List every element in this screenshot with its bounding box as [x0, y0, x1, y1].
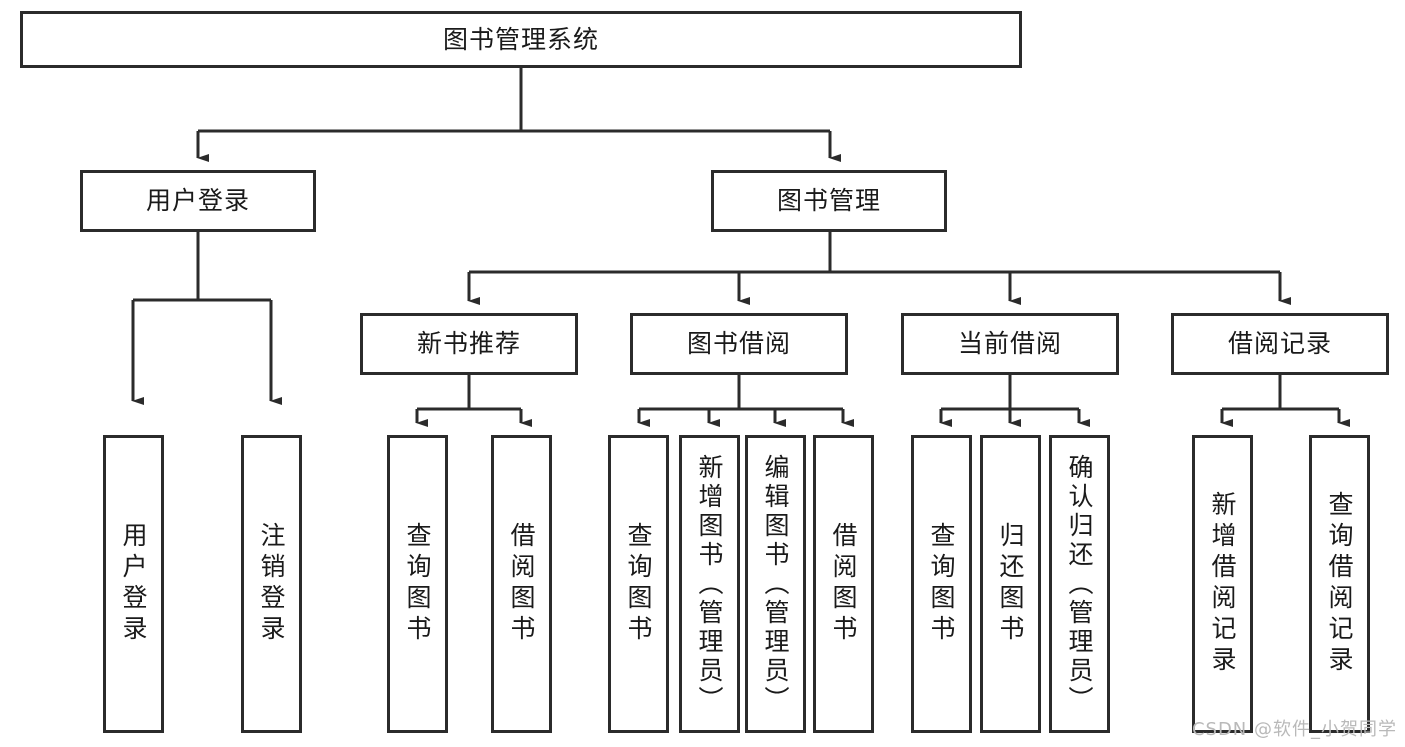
- node-label: 借阅图书: [507, 522, 536, 646]
- leaf-current-borrow-return-book[interactable]: 归还图书: [980, 435, 1041, 733]
- leaf-borrow-record-add-record[interactable]: 新增借阅记录: [1192, 435, 1253, 733]
- node-label: 用户登录: [119, 522, 148, 646]
- node-label: 归还图书: [996, 522, 1025, 646]
- node-new-book-recommendation[interactable]: 新书推荐: [360, 313, 578, 375]
- leaf-user-login-login[interactable]: 用户登录: [103, 435, 164, 733]
- node-book-borrowing[interactable]: 图书借阅: [630, 313, 848, 375]
- node-label: 查询借阅记录: [1325, 491, 1354, 677]
- csdn-watermark: CSDN @软件_小贺同学: [1191, 719, 1397, 740]
- node-current-borrowing[interactable]: 当前借阅: [901, 313, 1119, 375]
- node-label: 注销登录: [257, 522, 286, 646]
- node-user-login[interactable]: 用户登录: [80, 170, 316, 232]
- node-borrowing-record[interactable]: 借阅记录: [1171, 313, 1389, 375]
- node-book-management[interactable]: 图书管理: [711, 170, 947, 232]
- leaf-user-login-logout[interactable]: 注销登录: [241, 435, 302, 733]
- node-label: 图书管理系统: [442, 24, 599, 54]
- node-root-book-management-system[interactable]: 图书管理系统: [20, 11, 1022, 68]
- node-label: 图书借阅: [686, 329, 791, 359]
- leaf-book-borrow-add-book-admin[interactable]: 新增图书（管理员）: [679, 435, 740, 733]
- node-label: 新增借阅记录: [1208, 491, 1237, 677]
- node-label: 编辑图书（管理员）: [761, 453, 790, 715]
- leaf-new-book-query-book[interactable]: 查询图书: [387, 435, 448, 733]
- node-label: 借阅图书: [829, 522, 858, 646]
- leaf-book-borrow-edit-book-admin[interactable]: 编辑图书（管理员）: [745, 435, 806, 733]
- node-label: 查询图书: [403, 522, 432, 646]
- leaf-new-book-borrow-book[interactable]: 借阅图书: [491, 435, 552, 733]
- leaf-current-borrow-query-book[interactable]: 查询图书: [911, 435, 972, 733]
- node-label: 查询图书: [624, 522, 653, 646]
- node-label: 借阅记录: [1227, 329, 1332, 359]
- node-label: 新增图书（管理员）: [695, 453, 724, 715]
- node-label: 图书管理: [776, 186, 881, 216]
- node-label: 确认归还（管理员）: [1065, 453, 1094, 715]
- node-label: 新书推荐: [416, 329, 521, 359]
- node-label: 查询图书: [927, 522, 956, 646]
- leaf-book-borrow-query-book[interactable]: 查询图书: [608, 435, 669, 733]
- node-label: 用户登录: [145, 186, 250, 216]
- leaf-book-borrow-borrow-book[interactable]: 借阅图书: [813, 435, 874, 733]
- leaf-borrow-record-query-record[interactable]: 查询借阅记录: [1309, 435, 1370, 733]
- node-label: 当前借阅: [957, 329, 1062, 359]
- leaf-current-borrow-confirm-return-admin[interactable]: 确认归还（管理员）: [1049, 435, 1110, 733]
